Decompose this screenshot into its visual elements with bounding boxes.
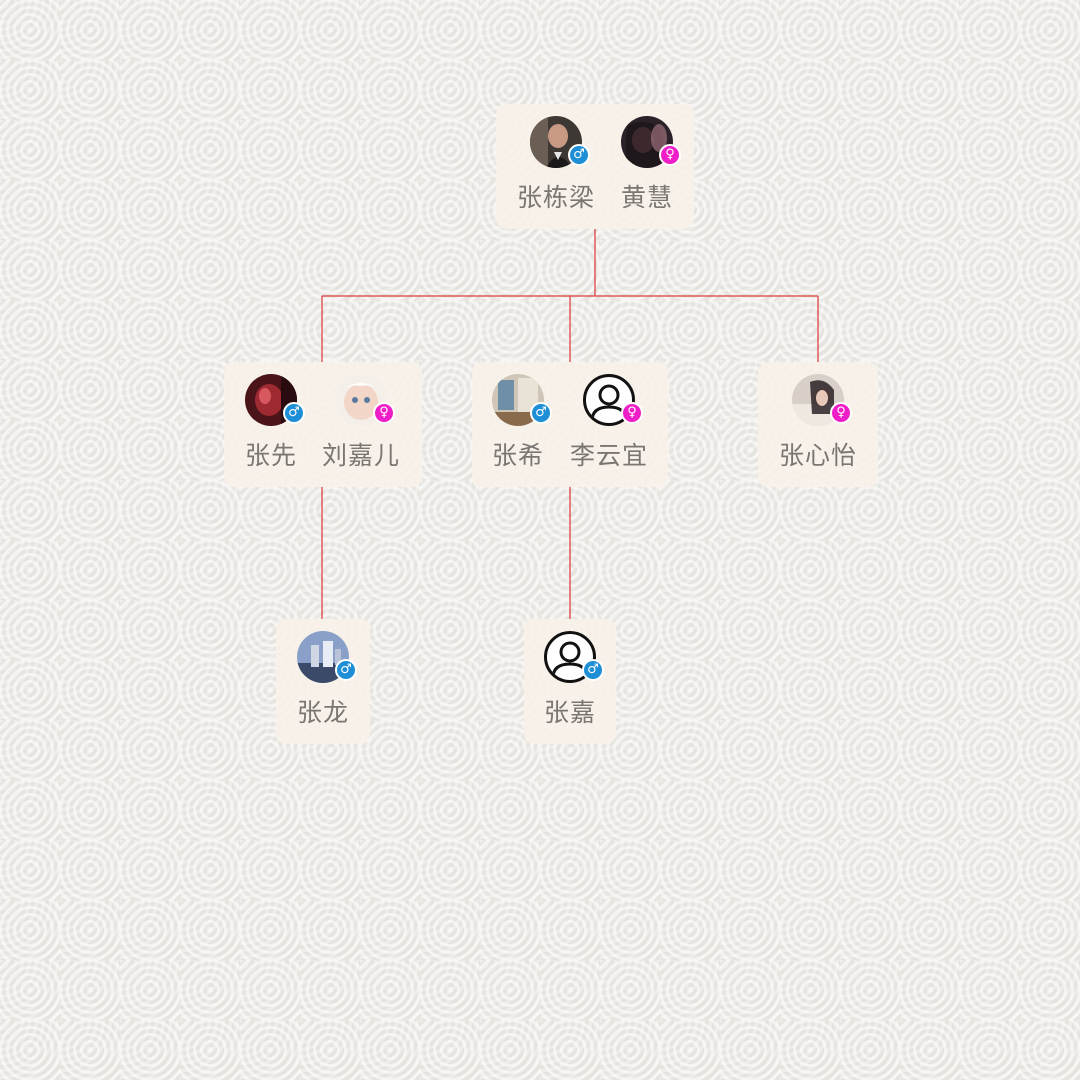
person-name: 张嘉: [543, 698, 596, 727]
female-icon: ♀: [659, 144, 681, 166]
person-name: 张先: [244, 441, 297, 470]
avatar[interactable]: ♀: [335, 374, 395, 426]
avatar-photo: [492, 374, 544, 426]
avatar[interactable]: ♂: [245, 374, 305, 426]
male-icon: ♂: [283, 402, 305, 424]
avatar[interactable]: ♂: [530, 116, 590, 168]
person-single-daughter[interactable]: ♀ 张心怡: [773, 362, 863, 472]
avatar[interactable]: ♂: [492, 374, 552, 426]
person-couple-2-husband[interactable]: ♂ 张希: [473, 362, 563, 472]
person-name: 张希: [491, 441, 544, 470]
person-root-wife[interactable]: ♀ 黄慧: [602, 104, 692, 214]
person-name: 张龙: [296, 698, 349, 727]
child-couple-card-1[interactable]: ♂ 张先 ♀ 刘嘉儿: [224, 362, 422, 487]
female-icon: ♀: [830, 402, 852, 424]
root-couple-card[interactable]: ♂ 张栋梁 ♀ 黄慧: [496, 104, 694, 229]
avatar[interactable]: ♀: [621, 116, 681, 168]
child-couple-card-2[interactable]: ♂ 张希 ♀ 李云宜: [472, 362, 668, 487]
default-user-icon: [544, 631, 596, 683]
person-name: 黄慧: [620, 183, 673, 212]
male-icon: ♂: [568, 144, 590, 166]
avatar-photo: [621, 116, 673, 168]
child-single-card[interactable]: ♀ 张心怡: [758, 362, 878, 487]
female-icon: ♀: [621, 402, 643, 424]
person-name: 刘嘉儿: [321, 441, 400, 470]
avatar[interactable]: ♀: [792, 374, 852, 426]
person-grandchild-2[interactable]: ♂ 张嘉: [525, 619, 615, 729]
female-icon: ♀: [373, 402, 395, 424]
person-name: 张栋梁: [516, 183, 595, 212]
person-grandchild-1[interactable]: ♂ 张龙: [278, 619, 368, 729]
person-couple-2-wife[interactable]: ♀ 李云宜: [564, 362, 654, 472]
person-name: 李云宜: [569, 441, 648, 470]
male-icon: ♂: [582, 659, 604, 681]
person-name: 张心怡: [778, 441, 857, 470]
male-icon: ♂: [335, 659, 357, 681]
grandchild-card-2[interactable]: ♂ 张嘉: [524, 619, 616, 744]
grandchild-card-1[interactable]: ♂ 张龙: [276, 619, 370, 744]
avatar[interactable]: ♂: [544, 631, 604, 683]
person-couple-1-husband[interactable]: ♂ 张先: [226, 362, 316, 472]
male-icon: ♂: [530, 402, 552, 424]
avatar[interactable]: ♂: [297, 631, 357, 683]
person-couple-1-wife[interactable]: ♀ 刘嘉儿: [316, 362, 406, 472]
person-root-husband[interactable]: ♂ 张栋梁: [511, 104, 601, 214]
avatar[interactable]: ♀: [583, 374, 643, 426]
